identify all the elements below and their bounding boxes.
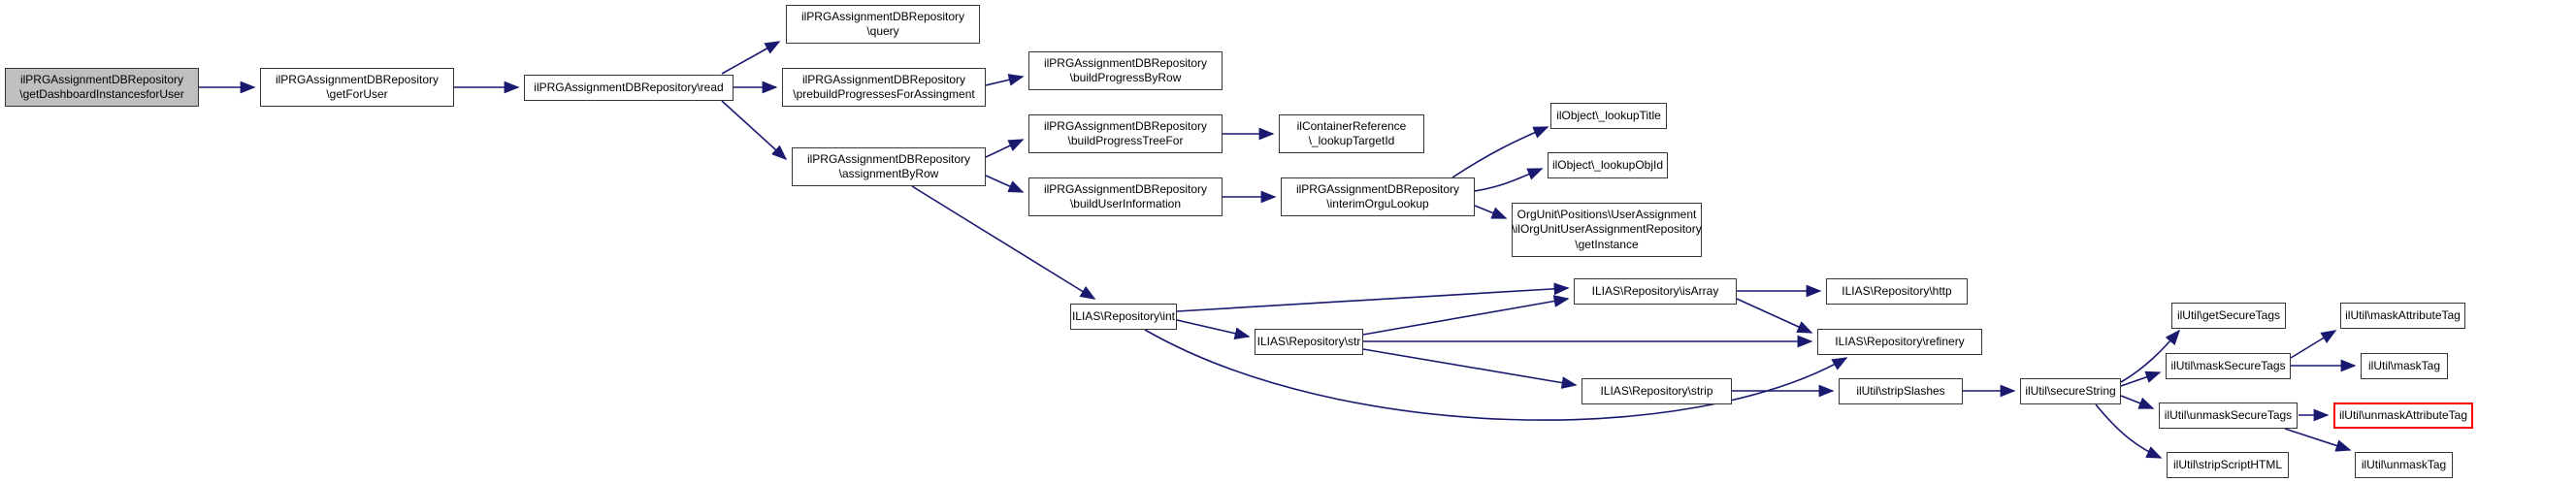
edge-prebuildProgressesForAssingment-to-buildProgressByRow [985,74,1025,86]
node-secureString[interactable]: ilUtil\secureString [2020,378,2121,404]
node-label-line: \getDashboardInstancesforUser [19,87,184,101]
node-label-line: ilPRGAssignmentDBRepository [1295,181,1460,196]
edge-int-to-str [1176,319,1251,340]
edge-assignmentByRow-to-buildProgressTreeFor [985,139,1025,158]
edge-str-to-strip [1362,348,1578,389]
node-getDashboardInstancesforUser[interactable]: ilPRGAssignmentDBRepository\getDashboard… [5,68,199,107]
node-label-line: \_lookupTargetId [1308,134,1395,147]
node-label-line: ilPRGAssignmentDBRepository [275,72,440,86]
node-label-line: OrgUnit\Positions\UserAssignment [1516,207,1697,221]
node-buildUserInformation[interactable]: ilPRGAssignmentDBRepository\buildUserInf… [1028,177,1223,216]
node-label-line: ilObject\_lookupObjId [1551,157,1664,172]
edge-int-to-isArray [1176,282,1570,312]
edge-secureString-to-stripScriptHTML [2095,403,2163,459]
node-strip[interactable]: ILIAS\Repository\strip [1581,378,1732,404]
node-label-line: ilContainerReference [1296,118,1407,133]
node-label-line: ilPRGAssignmentDBRepository [19,72,184,86]
node-label-line: ILIAS\Repository\isArray [1591,283,1719,298]
edge-int-to-refinery [1144,329,1848,421]
edge-maskSecureTags-to-maskAttributeTag [2290,330,2337,359]
node-refinery[interactable]: ILIAS\Repository\refinery [1817,329,1982,355]
node-label-line: \buildProgressTreeFor [1067,134,1184,147]
node-label-line: ilObject\_lookupTitle [1556,108,1661,122]
edge-secureString-to-unmaskSecureTags [2120,395,2155,409]
node-query[interactable]: ilPRGAssignmentDBRepository\query [786,5,980,44]
node-unmaskSecureTags[interactable]: ilUtil\unmaskSecureTags [2159,402,2298,429]
node-label-line: ILIAS\Repository\http [1842,283,1952,298]
node-read[interactable]: ilPRGAssignmentDBRepository\read [524,75,734,101]
node-lookupTitle[interactable]: ilObject\_lookupTitle [1550,103,1667,129]
node-label-line: ilUtil\secureString [2025,383,2116,398]
node-label-line: \ilOrgUnitUserAssignmentRepository [1512,222,1702,237]
edge-interimOrguLookup-to-getInstance [1474,205,1508,219]
node-assignmentByRow[interactable]: ilPRGAssignmentDBRepository\assignmentBy… [792,147,986,186]
edge-secureString-to-getSecureTags [2120,329,2181,383]
node-int[interactable]: ILIAS\Repository\int [1070,304,1177,330]
edge-secureString-to-maskSecureTags [2120,370,2162,387]
node-label-line: \interimOrguLookup [1326,197,1429,210]
node-interimOrguLookup[interactable]: ilPRGAssignmentDBRepository\interimOrguL… [1281,177,1475,216]
node-label-line: \assignmentByRow [838,167,939,180]
node-getInstance[interactable]: OrgUnit\Positions\UserAssignment\ilOrgUn… [1512,203,1702,257]
node-label-line: ILIAS\Repository\int [1071,308,1176,323]
node-getSecureTags[interactable]: ilUtil\getSecureTags [2171,303,2286,329]
node-label-line: \getForUser [326,87,388,101]
node-prebuildProgressesForAssingment[interactable]: ilPRGAssignmentDBRepository\prebuildProg… [782,68,986,107]
edge-read-to-assignmentByRow [721,100,788,161]
node-unmaskTag[interactable]: ilUtil\unmaskTag [2355,452,2453,478]
node-maskSecureTags[interactable]: ilUtil\maskSecureTags [2166,353,2291,379]
node-label-line: \buildUserInformation [1069,197,1182,210]
node-stripScriptHTML[interactable]: ilUtil\stripScriptHTML [2167,452,2289,478]
node-str[interactable]: ILIAS\Repository\str [1255,329,1363,355]
node-lookupObjId[interactable]: ilObject\_lookupObjId [1548,152,1668,178]
node-label-line: ILIAS\Repository\refinery [1835,334,1965,348]
node-label-line: ilUtil\maskTag [2367,358,2440,372]
edge-interimOrguLookup-to-lookupTitle [1451,126,1549,178]
node-label-line: ilUtil\unmaskSecureTags [2164,407,2293,422]
node-label-line: ilUtil\getSecureTags [2176,307,2281,322]
edge-isArray-to-refinery [1736,298,1813,334]
node-maskAttributeTag[interactable]: ilUtil\maskAttributeTag [2340,303,2465,329]
node-label-line: ilPRGAssignmentDBRepository [801,72,966,86]
node-maskTag[interactable]: ilUtil\maskTag [2361,353,2448,379]
node-label-line: ilUtil\unmaskTag [2361,457,2447,471]
node-label-line: ilUtil\stripSlashes [1856,383,1945,398]
node-http[interactable]: ILIAS\Repository\http [1826,278,1968,305]
edge-read-to-query [721,41,781,75]
node-label-line: ilUtil\unmaskAttributeTag [2338,407,2468,422]
node-buildProgressTreeFor[interactable]: ilPRGAssignmentDBRepository\buildProgres… [1028,114,1223,153]
node-label-line: \prebuildProgressesForAssingment [793,87,975,101]
edge-assignmentByRow-to-int [911,185,1096,300]
edge-assignmentByRow-to-buildUserInformation [985,175,1025,193]
node-unmaskAttributeTag[interactable]: ilUtil\unmaskAttributeTag [2333,402,2473,429]
node-label-line: ilUtil\maskSecureTags [2170,358,2286,372]
node-label-line: \getInstance [1575,237,1639,251]
edge-interimOrguLookup-to-lookupObjId [1474,168,1544,192]
node-label-line: \buildProgressByRow [1069,71,1182,84]
node-lookupTargetId[interactable]: ilContainerReference\_lookupTargetId [1279,114,1424,153]
node-stripSlashes[interactable]: ilUtil\stripSlashes [1839,378,1963,404]
edge-str-to-isArray [1362,295,1570,336]
node-label-line: ilPRGAssignmentDBRepository [1043,181,1208,196]
node-label-line: ilPRGAssignmentDBRepository [806,151,971,166]
node-label-line: ilPRGAssignmentDBRepository\read [534,80,724,94]
node-label-line: ilPRGAssignmentDBRepository [800,9,965,23]
node-label-line: ilPRGAssignmentDBRepository [1043,55,1208,70]
node-label-line: ilUtil\maskAttributeTag [2345,307,2461,322]
node-isArray[interactable]: ILIAS\Repository\isArray [1574,278,1737,305]
node-label-line: ILIAS\Repository\str [1256,334,1361,348]
edge-unmaskSecureTags-to-unmaskTag [2284,428,2352,452]
edge-group [199,41,2357,459]
node-label-line: ILIAS\Repository\strip [1600,383,1713,398]
node-label-line: \query [866,24,899,38]
node-buildProgressByRow[interactable]: ilPRGAssignmentDBRepository\buildProgres… [1028,51,1223,90]
node-getForUser[interactable]: ilPRGAssignmentDBRepository\getForUser [260,68,454,107]
node-label-line: ilUtil\stripScriptHTML [2172,457,2282,471]
node-label-line: ilPRGAssignmentDBRepository [1043,118,1208,133]
